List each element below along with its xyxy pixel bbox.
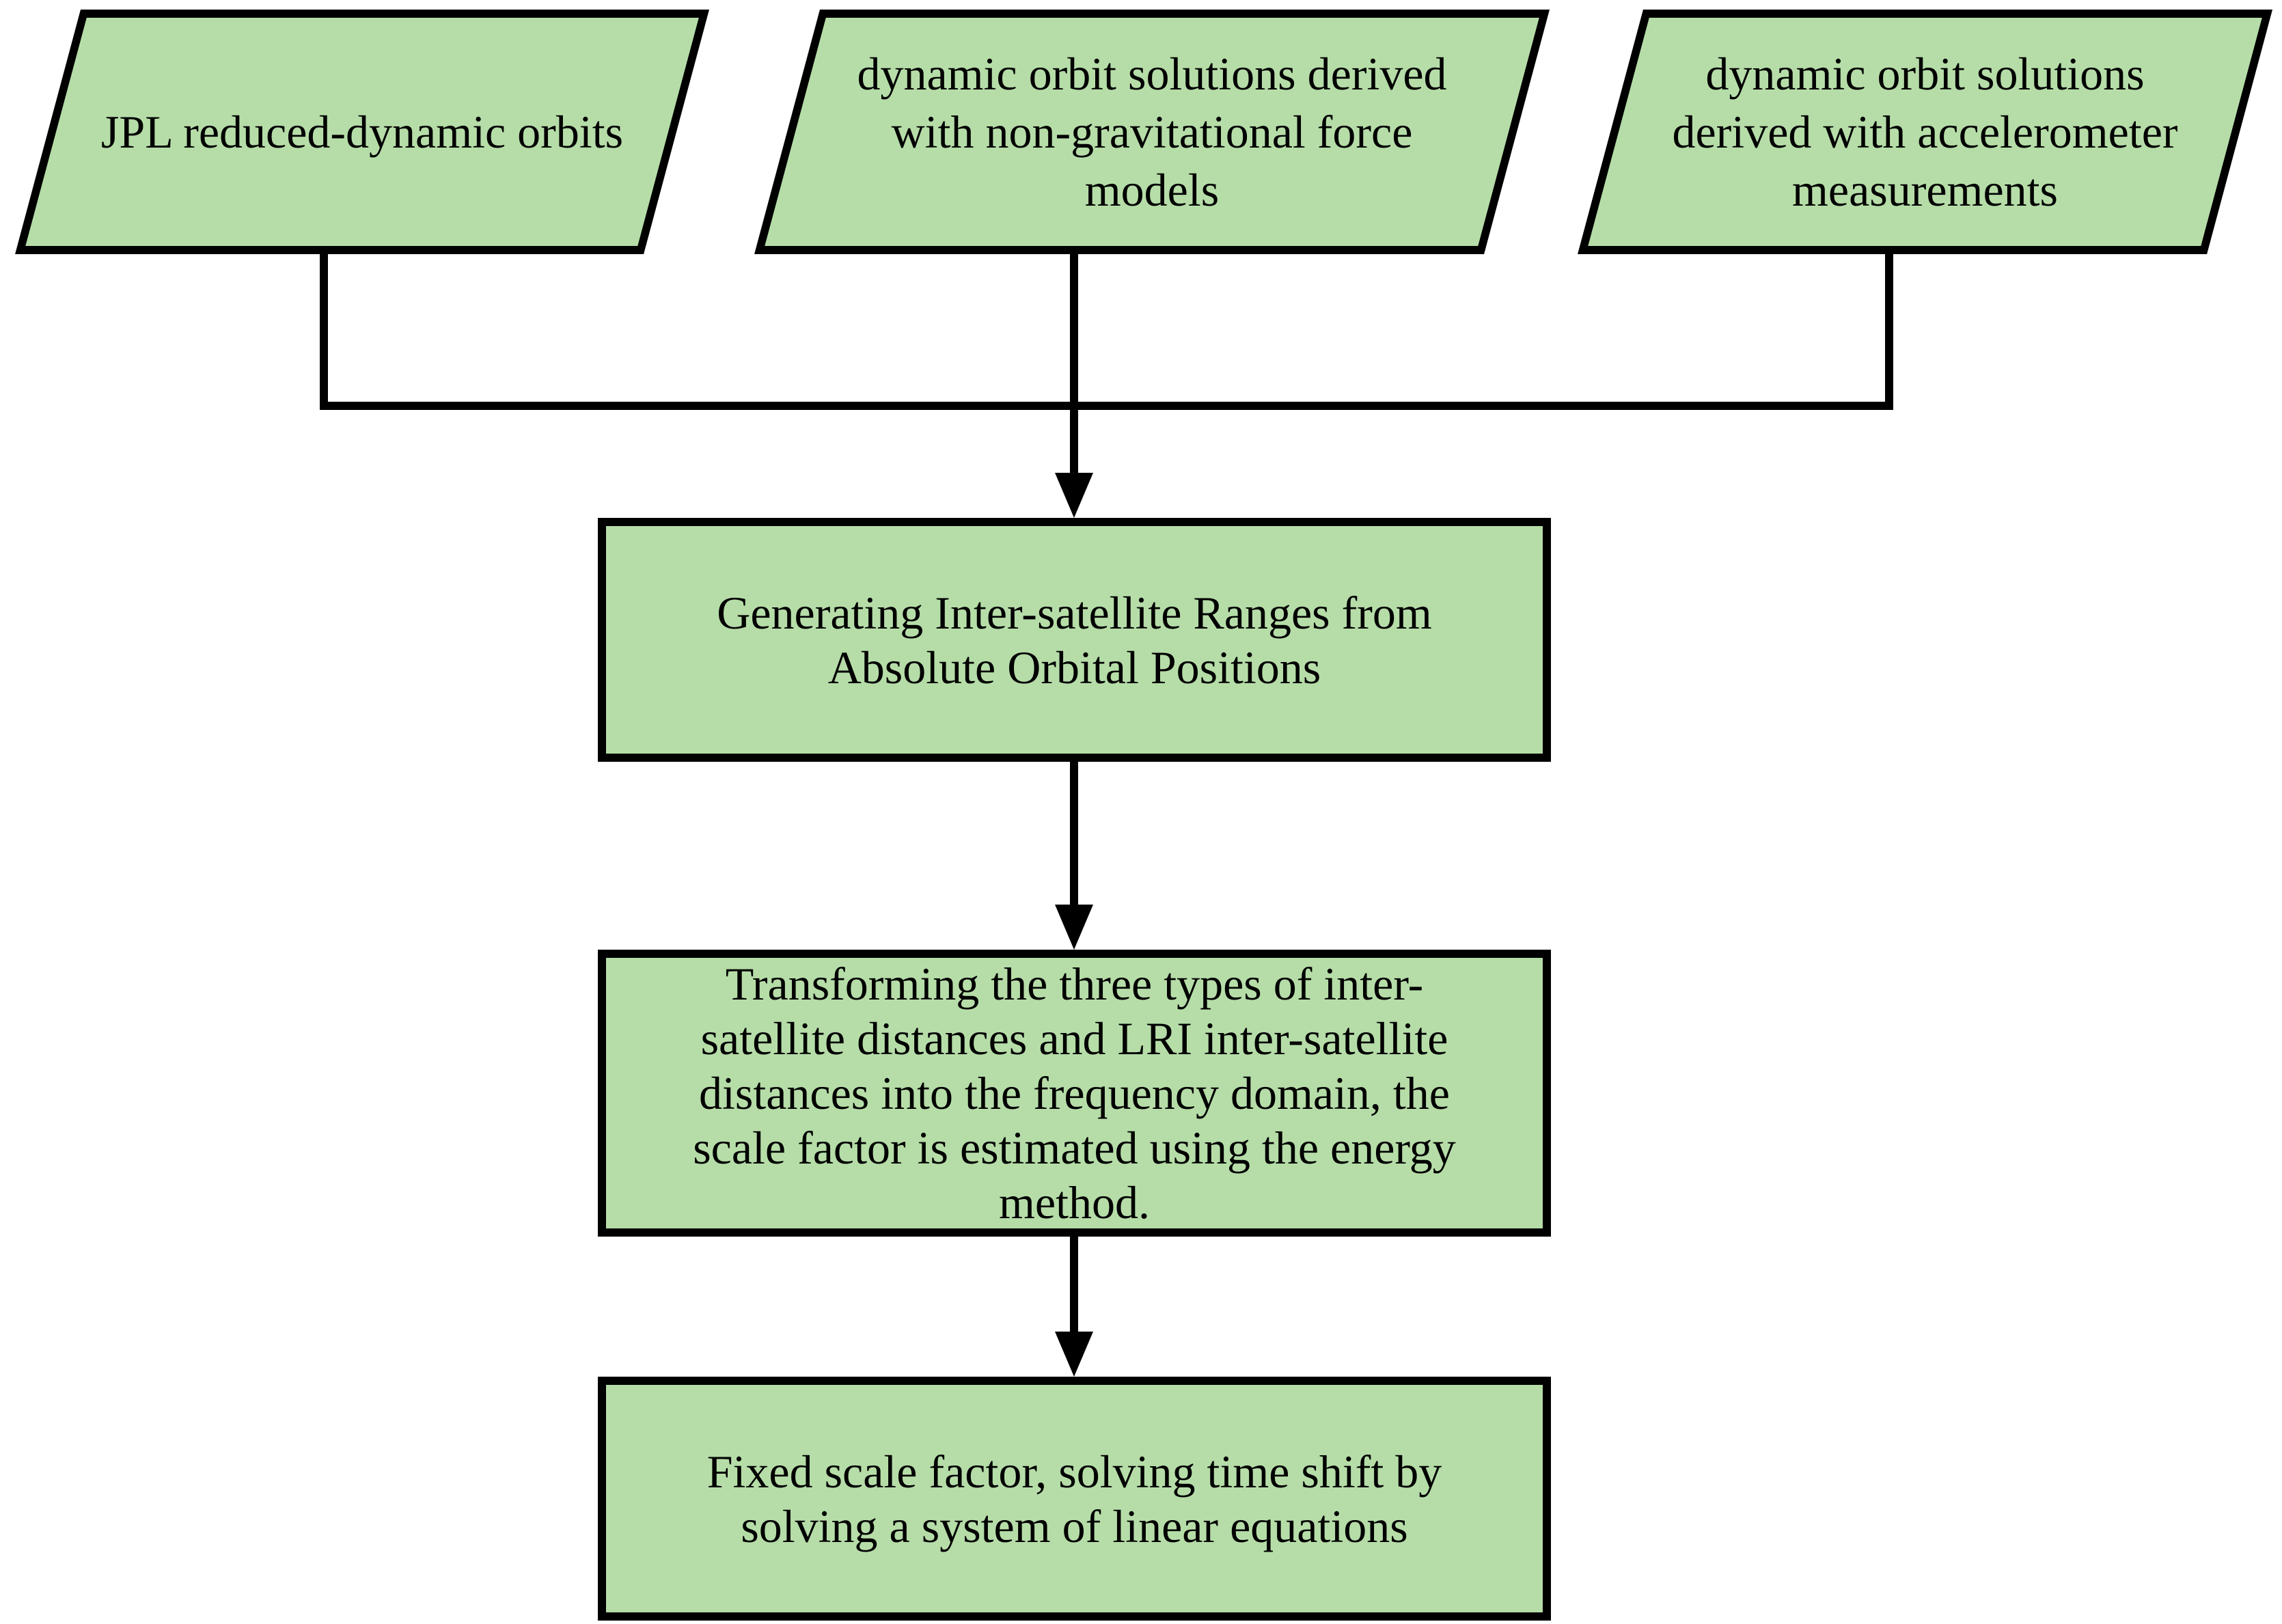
connector-line-right bbox=[1885, 250, 1893, 410]
arrowhead-to-transform-icon bbox=[1055, 905, 1093, 950]
node-step-generate-ranges: Generating Inter-satellite Ranges from A… bbox=[598, 518, 1551, 762]
node-label: dynamic orbit solutions derived with non… bbox=[857, 47, 1447, 216]
connector-line-center bbox=[1070, 250, 1078, 410]
arrow-stem-to-fixed bbox=[1070, 1228, 1078, 1334]
node-label: Fixed scale factor, solving time shift b… bbox=[706, 1445, 1442, 1552]
connector-merge-bar bbox=[320, 402, 1893, 410]
connector-line-left bbox=[320, 250, 328, 410]
node-step-transform-frequency-domain: Transforming the three types of inter- s… bbox=[598, 950, 1551, 1237]
node-input-accelerometer-measurements: dynamic orbit solutions derived with acc… bbox=[1578, 10, 2272, 254]
node-label: JPL reduced-dynamic orbits bbox=[100, 105, 624, 158]
arrowhead-to-generate-icon bbox=[1055, 473, 1093, 518]
node-label: dynamic orbit solutions derived with acc… bbox=[1672, 47, 2178, 216]
arrow-stem-to-generate bbox=[1070, 402, 1078, 477]
arrow-stem-to-transform bbox=[1070, 754, 1078, 908]
node-label: Generating Inter-satellite Ranges from A… bbox=[717, 586, 1432, 693]
node-label: Transforming the three types of inter- s… bbox=[693, 958, 1456, 1228]
node-input-jpl-orbits: JPL reduced-dynamic orbits bbox=[15, 10, 709, 254]
node-step-fixed-scale-factor: Fixed scale factor, solving time shift b… bbox=[598, 1377, 1551, 1621]
arrowhead-to-fixed-icon bbox=[1055, 1332, 1093, 1377]
node-input-nongravitational-models: dynamic orbit solutions derived with non… bbox=[754, 10, 1550, 254]
